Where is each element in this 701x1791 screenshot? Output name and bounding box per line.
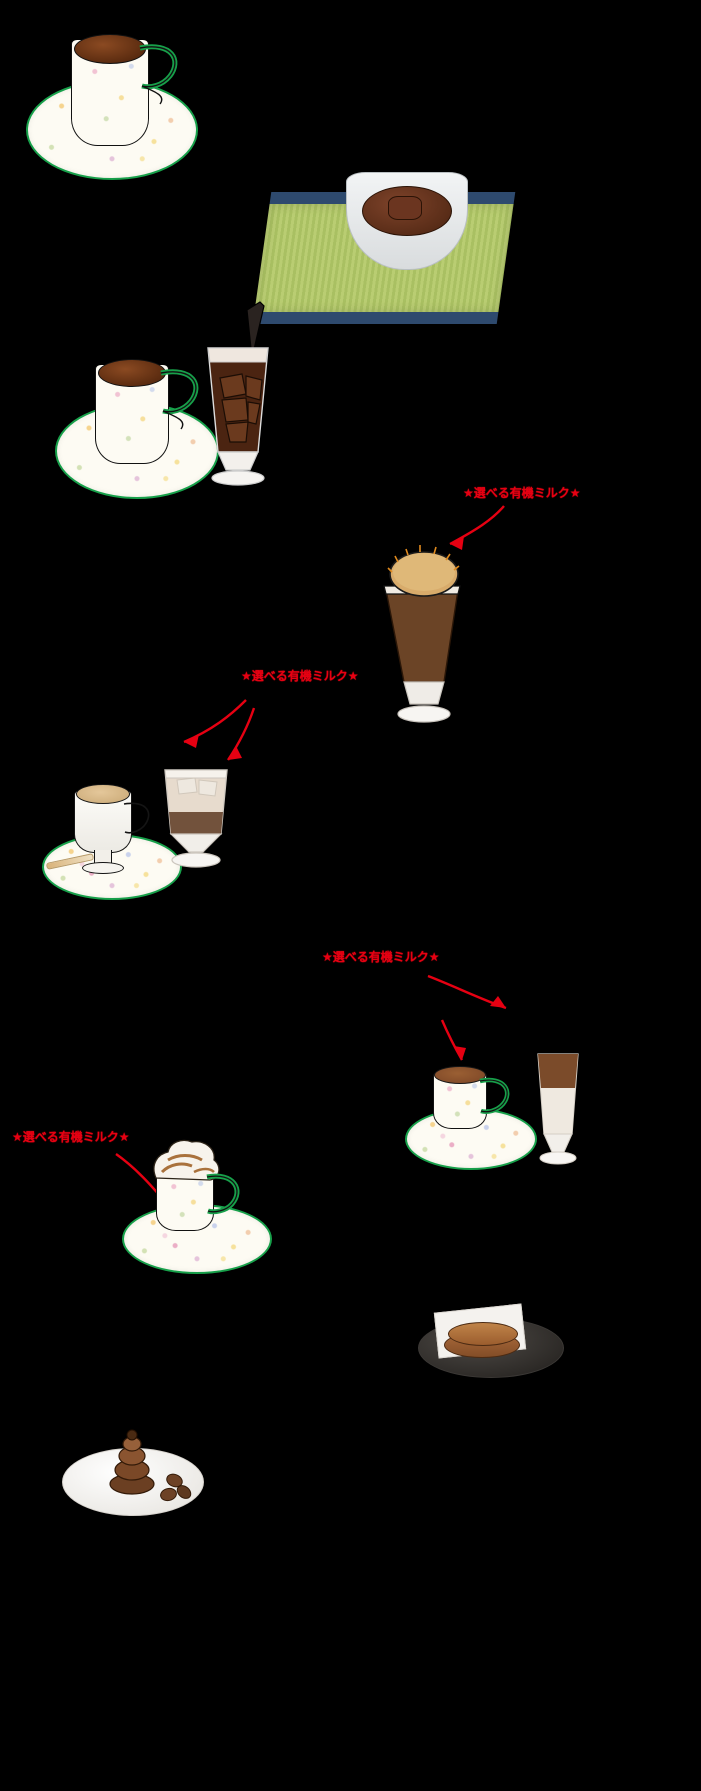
annotation-label-2: ★選べる有機ミルク★ xyxy=(241,669,359,683)
whipped-cream-swirl xyxy=(153,1139,220,1181)
floral-teacup-with-coffee-1 xyxy=(26,18,206,183)
coffee-liquid xyxy=(74,34,146,64)
layered-latte-svg xyxy=(537,1053,579,1165)
coffee-liquid xyxy=(98,359,166,387)
bowl-contents-chunk xyxy=(388,196,422,220)
cappuccino-cup-on-floral-saucer xyxy=(405,1060,541,1170)
annotation-label-4: ★選べる有機ミルク★ xyxy=(12,1130,130,1144)
tall-latte-svg xyxy=(383,545,461,723)
pancakes-on-dark-plate xyxy=(418,1296,564,1384)
iced-latte-footed-goblet xyxy=(155,760,237,878)
chocolate-figure xyxy=(109,1429,155,1495)
cafe-latte-cup-on-floral-saucer xyxy=(42,772,190,902)
iced-latte-svg xyxy=(164,769,228,868)
white-bowl-on-green-placemat xyxy=(252,172,516,324)
annotation-label-1: ★選べる有機ミルク★ xyxy=(463,486,581,500)
layered-latte-tall-glass xyxy=(530,1048,586,1172)
annotation-label-3: ★選べる有機ミルク★ xyxy=(322,950,440,964)
latte-foam xyxy=(76,784,130,804)
tall-latte-glass-with-foam xyxy=(368,542,472,738)
floral-teacup-with-coffee-2 xyxy=(55,345,235,505)
whipped-cream-coffee-cup xyxy=(122,1139,276,1274)
cappuccino-foam xyxy=(434,1066,486,1084)
pancake-top xyxy=(448,1322,518,1346)
iced-coffee-svg xyxy=(207,301,269,486)
cup-foot xyxy=(82,862,124,874)
chocolate-dessert-white-plate xyxy=(62,1428,204,1524)
iced-coffee-tall-glass-straw xyxy=(190,300,285,498)
